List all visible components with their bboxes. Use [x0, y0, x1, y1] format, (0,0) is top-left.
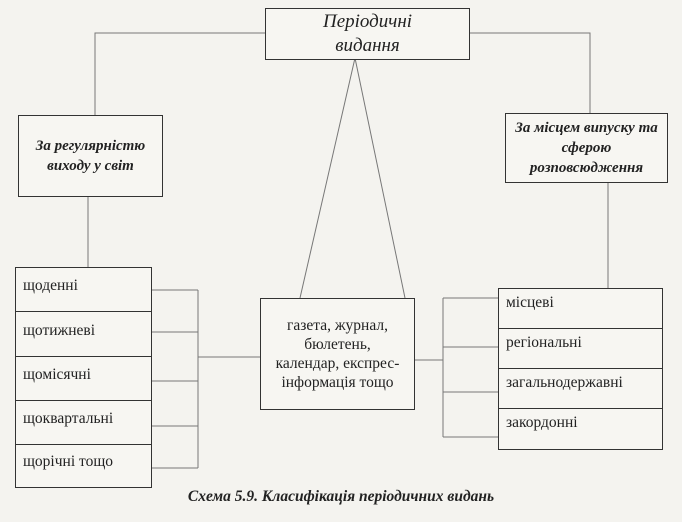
left-category-box: За регулярністю виходу у світ	[18, 115, 163, 197]
list-item-label: щоквартальні	[23, 410, 114, 427]
top-category-box: Періодичні видання	[265, 8, 470, 60]
right-category-box: За місцем випуску та сферою розповсюджен…	[505, 113, 668, 183]
list-item-label: загальнодержавні	[506, 374, 623, 391]
list-item-label: щоденні	[23, 277, 78, 294]
list-item: закордонні	[498, 408, 663, 450]
right-category-title: За місцем випуску та сферою розповсюджен…	[515, 120, 658, 176]
list-item: щоденні	[15, 267, 152, 313]
list-item: щорічні тощо	[15, 444, 152, 488]
list-item-label: місцеві	[506, 294, 554, 311]
list-item-label: щотижневі	[23, 321, 96, 339]
list-item: загальнодержавні	[498, 368, 663, 410]
figure-caption: Схема 5.9. Класифікація періодичних вида…	[187, 488, 495, 505]
list-item-label: щомісячні	[23, 366, 91, 383]
list-item: регіональні	[498, 328, 663, 370]
list-item: місцеві	[498, 288, 663, 330]
list-item: щомісячні	[15, 356, 152, 402]
list-item-label: щорічні тощо	[23, 453, 114, 470]
list-item-label: закордонні	[506, 414, 578, 431]
list-item: щотижневі	[15, 311, 152, 358]
list-item-label: регіональні	[506, 334, 582, 351]
list-item: щоквартальні	[15, 400, 152, 446]
center-examples-text: газета, журнал, бюлетень, календар, експ…	[275, 317, 400, 391]
left-category-title: За регулярністю виходу у світ	[35, 138, 146, 174]
center-examples-box: газета, журнал, бюлетень, календар, експ…	[260, 298, 415, 410]
top-category-title: Періодичні видання	[322, 11, 413, 56]
